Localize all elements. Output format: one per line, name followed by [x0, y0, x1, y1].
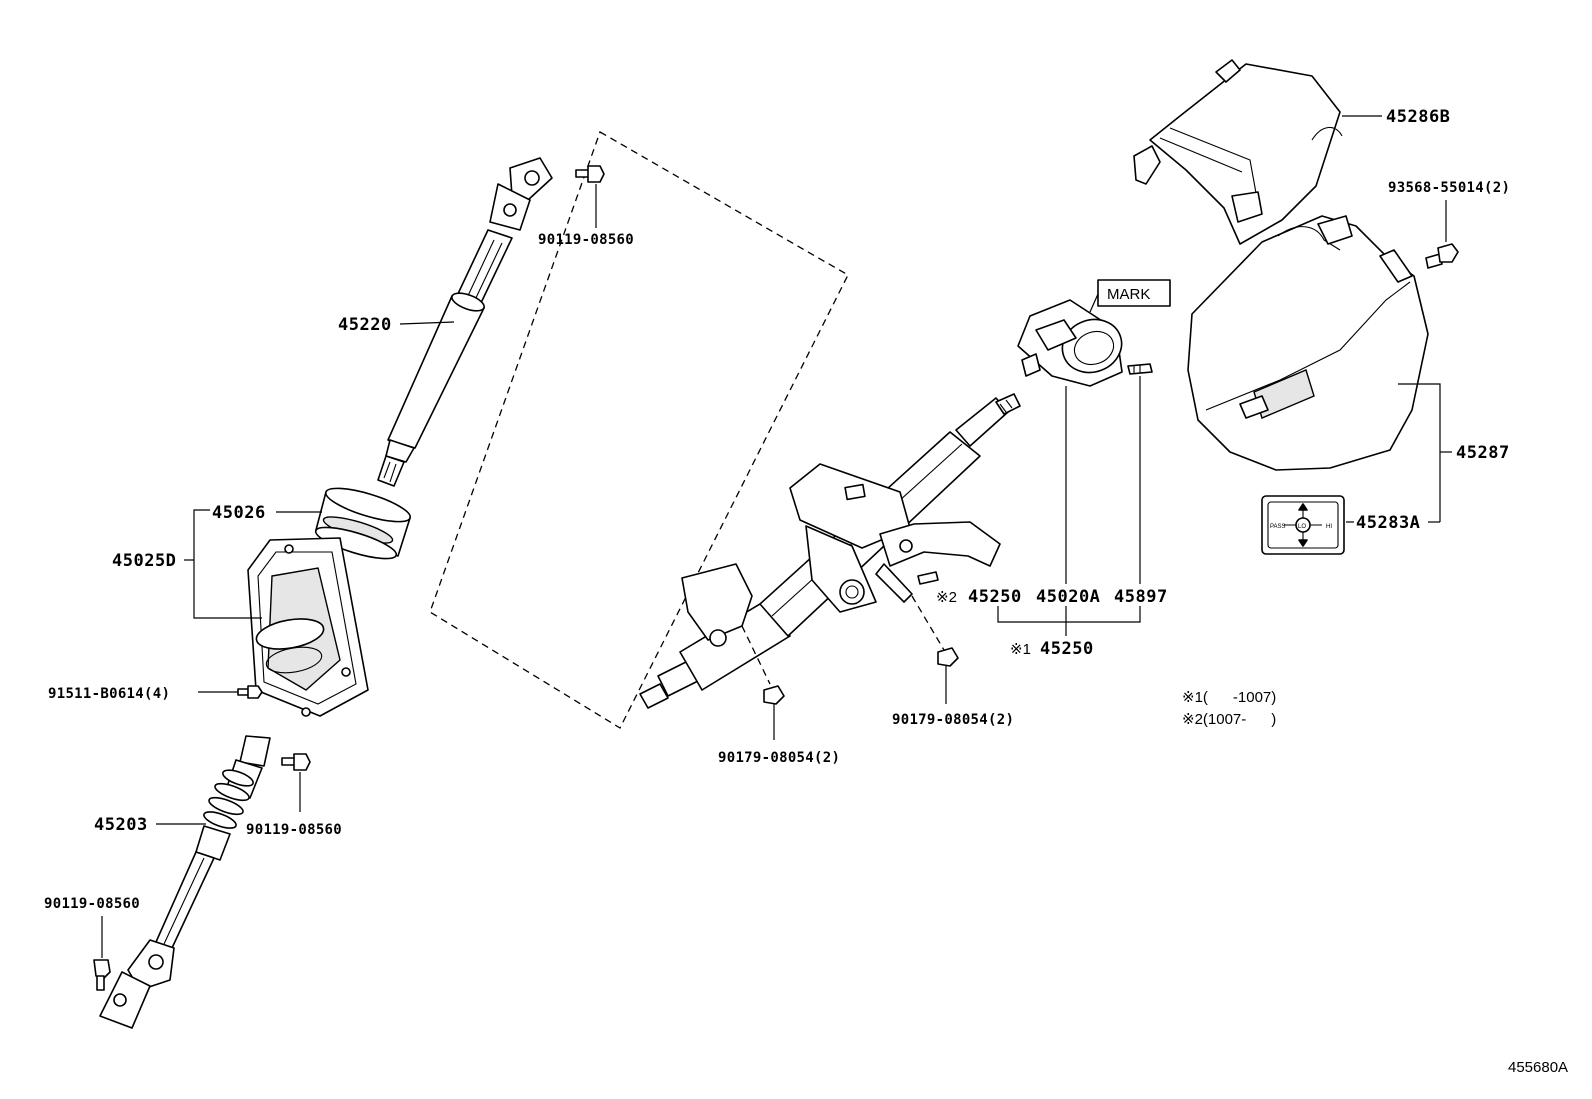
- intermediate-shaft-45203: [99, 735, 271, 1029]
- label-45220: 45220: [338, 315, 392, 335]
- key-cylinder-45020a: [1017, 299, 1123, 387]
- label-90179-left: 90179-08054(2): [718, 750, 840, 766]
- column-cover-lower-45287: [1187, 215, 1429, 471]
- bolt-90119-mid: [281, 753, 311, 771]
- bolt-91511: [237, 685, 263, 699]
- ref2-marker: ※2: [936, 589, 957, 606]
- mark-callout-box: [1097, 279, 1171, 307]
- label-90119-top: 90119-08560: [538, 232, 634, 248]
- column-cover-upper-45286b: [1133, 59, 1343, 245]
- note-ref1-range: ※1( -1007): [1182, 689, 1276, 706]
- bearing-45026: [314, 487, 412, 560]
- screw-93568: [1425, 243, 1459, 269]
- ref1-marker: ※1: [1010, 641, 1031, 658]
- label-45897: 45897: [1114, 587, 1168, 607]
- label-90119-mid: 90119-08560: [246, 822, 342, 838]
- assembly-boundary-dashed: [429, 131, 849, 729]
- switch-emblem-45283a: PASS LO HI: [1261, 495, 1345, 555]
- diagram-id: 455680A: [1508, 1059, 1568, 1076]
- mark-callout-text: MARK: [1107, 286, 1150, 303]
- cover-boot-45025d: [247, 537, 369, 717]
- steering-column-45250: [639, 393, 1021, 709]
- intermediate-shaft-45220: [377, 157, 553, 487]
- label-45250-ref2: 45250: [968, 587, 1022, 607]
- label-91511: 91511-B0614(4): [48, 686, 170, 702]
- label-90119-bottom: 90119-08560: [44, 896, 140, 912]
- label-45203: 45203: [94, 815, 148, 835]
- switch-lo-text: LO: [1298, 524, 1306, 530]
- nut-90179-right: [937, 647, 959, 667]
- label-45286b: 45286B: [1386, 107, 1450, 127]
- label-45020a: 45020A: [1036, 587, 1100, 607]
- label-45250-ref1: 45250: [1040, 639, 1094, 659]
- label-90179-right: 90179-08054(2): [892, 712, 1014, 728]
- note-ref2-range: ※2(1007- ): [1182, 711, 1276, 728]
- label-93568: 93568-55014(2): [1388, 180, 1510, 196]
- bolt-90119-top: [575, 165, 605, 183]
- label-45025d: 45025D: [112, 551, 176, 571]
- bolt-90119-bottom: [93, 959, 111, 991]
- switch-pass-text: PASS: [1270, 524, 1286, 530]
- screw-45897: [1127, 363, 1153, 375]
- label-45287: 45287: [1456, 443, 1510, 463]
- label-45026: 45026: [212, 503, 266, 523]
- label-45283a: 45283A: [1356, 513, 1420, 533]
- nut-90179-left: [763, 685, 785, 705]
- switch-hi-text: HI: [1326, 524, 1332, 530]
